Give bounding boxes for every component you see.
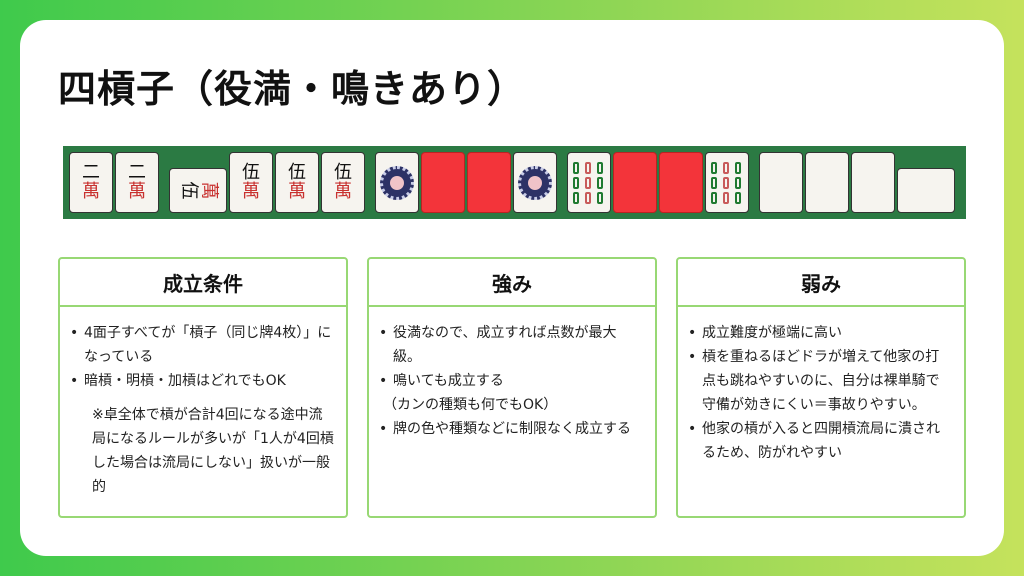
tile-9-sou xyxy=(567,152,611,213)
card-title: 強み xyxy=(369,259,655,307)
list-item: 槓を重ねるほどドラが増えて他家の打点も跳ねやすいのに、自分は裸単騎で守備が効きに… xyxy=(688,345,952,417)
tile-9-sou xyxy=(705,152,749,213)
card-conditions: 成立条件 4面子すべてが「槓子（同じ牌4枚）」になっている 暗槓・明槓・加槓はど… xyxy=(58,257,348,518)
tile-1-pin xyxy=(375,152,419,213)
list-subitem: （カンの種類も何でもOK） xyxy=(383,397,558,413)
tile-5-man: 伍萬 xyxy=(275,152,319,213)
list-item: 暗槓・明槓・加槓はどれでもOK xyxy=(70,369,334,393)
list-item: 他家の槓が入ると四開槓流局に潰されるため、防がれやすい xyxy=(688,417,952,465)
tile-white-dragon xyxy=(759,152,803,213)
tile-back xyxy=(421,152,465,213)
tile-2-man: 二萬 xyxy=(115,152,159,213)
list-item: 4面子すべてが「槓子（同じ牌4枚）」になっている xyxy=(70,321,334,369)
tile-white-dragon-sideways xyxy=(897,168,955,213)
tile-5-man-sideways: 伍萬 xyxy=(169,168,227,213)
page-title: 四槓子（役満・鳴きあり） xyxy=(58,67,527,111)
tile-strip: 二萬 二萬 伍萬 伍萬 伍萬 伍萬 xyxy=(63,146,966,219)
tile-back xyxy=(613,152,657,213)
card-weaknesses: 弱み 成立難度が極端に高い 槓を重ねるほどドラが増えて他家の打点も跳ねやすいのに… xyxy=(676,257,966,518)
list-item: 牌の色や種類などに制限なく成立する xyxy=(379,417,643,441)
list-item: 役満なので、成立すれば点数が最大級。 xyxy=(379,321,643,369)
list-item: 成立難度が極端に高い xyxy=(688,321,952,345)
tile-white-dragon xyxy=(851,152,895,213)
note: ※卓全体で槓が合計4回になる途中流局になるルールが多いが「1人が4回槓した場合は… xyxy=(92,407,334,495)
tile-white-dragon xyxy=(805,152,849,213)
card-title: 成立条件 xyxy=(60,259,346,307)
tile-1-pin xyxy=(513,152,557,213)
tile-back xyxy=(659,152,703,213)
list-item: 鳴いても成立する xyxy=(379,369,643,393)
tile-2-man: 二萬 xyxy=(69,152,113,213)
tile-5-man: 伍萬 xyxy=(229,152,273,213)
tile-5-man: 伍萬 xyxy=(321,152,365,213)
card-strengths: 強み 役満なので、成立すれば点数が最大級。 鳴いても成立する （カンの種類も何で… xyxy=(367,257,657,518)
tile-back xyxy=(467,152,511,213)
card-title: 弱み xyxy=(678,259,964,307)
